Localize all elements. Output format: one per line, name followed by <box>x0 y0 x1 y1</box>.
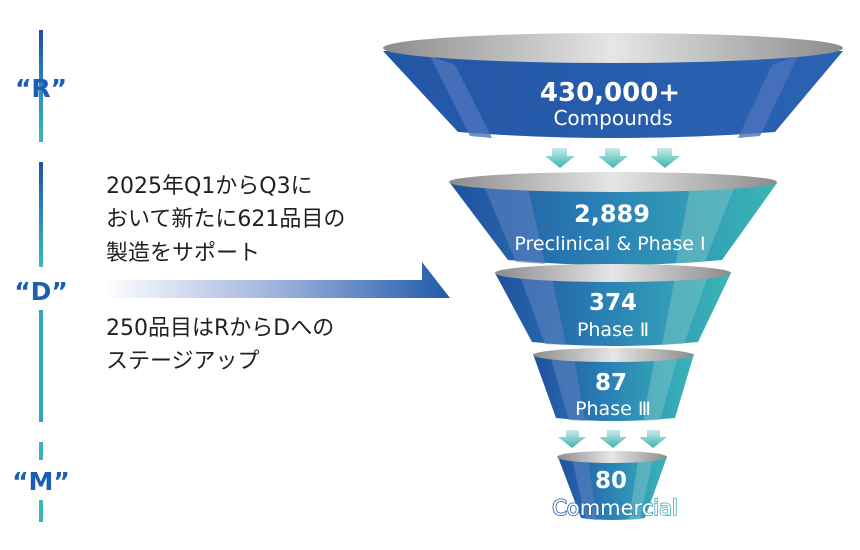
note-line: おいて新たに621品目の <box>106 207 345 232</box>
stage-label-r: “R” <box>15 74 67 103</box>
funnel-value: 430,000+ <box>540 78 680 108</box>
funnel-value: 2,889 <box>574 200 650 228</box>
stage-line-d-bottom <box>39 310 43 422</box>
down-arrow-icon <box>545 148 575 168</box>
funnel-stage-preclinical: 2,889 Preclinical & Phase Ⅰ <box>449 172 777 265</box>
stage-line-m-top <box>39 442 43 460</box>
note-line: 250品目はRからDへの <box>106 316 334 341</box>
down-arrows-2 <box>558 430 667 448</box>
stage-line-d-top <box>39 162 43 267</box>
stage-axis: “R” “D” “M” <box>12 30 70 522</box>
down-arrow-icon <box>650 148 680 168</box>
funnel-rim <box>533 348 693 362</box>
note-block-1: 2025年Q1からQ3に おいて新たに621品目の 製造をサポート <box>106 174 345 266</box>
funnel-label: Phase Ⅱ <box>577 319 649 341</box>
funnel-label: Preclinical & Phase Ⅰ <box>514 233 705 255</box>
note-line: 製造をサポート <box>106 241 260 266</box>
funnel-rim <box>449 172 777 192</box>
stage-line-r <box>39 30 43 142</box>
funnel-value: 80 <box>595 468 627 494</box>
stage-line-m-bottom <box>39 500 43 522</box>
note-block-2: 250品目はRからDへの ステージアップ <box>106 316 334 374</box>
funnel-label: Phase Ⅲ <box>575 398 651 420</box>
note-line: 2025年Q1からQ3に <box>106 174 313 199</box>
funnel-label: Compounds <box>553 106 672 130</box>
funnel-value: 374 <box>589 290 637 316</box>
stage-label-d: “D” <box>14 277 68 306</box>
note-line: ステージアップ <box>106 349 260 374</box>
funnel-rim <box>383 33 843 63</box>
down-arrows-1 <box>545 148 680 168</box>
funnel-label: Commercial <box>552 496 678 520</box>
funnel-stage-commercial: 80 Commercial <box>551 451 679 521</box>
funnel-stage-compounds: 430,000+ Compounds <box>383 33 843 138</box>
funnel-rim <box>495 264 731 282</box>
funnel-stage-phase3: 87 Phase Ⅲ <box>533 348 694 421</box>
funnel-value: 87 <box>595 370 627 396</box>
down-arrow-icon <box>639 430 667 448</box>
funnel-rim <box>557 451 667 463</box>
down-arrow-icon <box>599 430 627 448</box>
right-arrow-icon <box>104 262 450 298</box>
down-arrow-icon <box>558 430 586 448</box>
down-arrow-icon <box>598 148 628 168</box>
stage-label-m: “M” <box>12 467 70 496</box>
funnel-stage-phase2: 374 Phase Ⅱ <box>495 264 731 346</box>
